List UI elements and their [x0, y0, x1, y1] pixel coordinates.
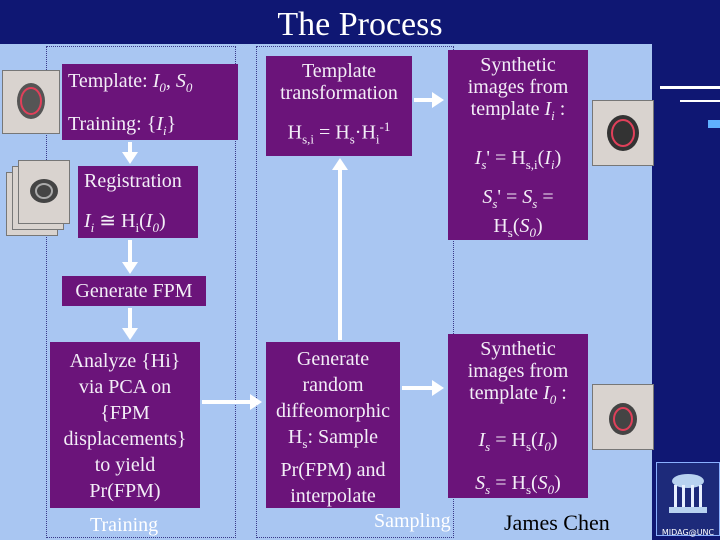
- generate-line: interpolate: [290, 485, 376, 507]
- rotunda-logo-icon: [669, 474, 707, 513]
- synth-formula: Ss = Hs(S0): [475, 472, 561, 497]
- arrow-registration-to-fpm: [128, 240, 132, 264]
- synth-line: Synthetic: [480, 338, 556, 360]
- heart-slice-icon: [17, 83, 45, 119]
- arrow-head-right: [250, 394, 262, 410]
- synthetic-image-1: [592, 100, 654, 166]
- generate-line: Generate: [296, 348, 370, 370]
- generate-line: random: [302, 374, 364, 396]
- synth-line: template Ii :: [470, 98, 566, 123]
- author-name: James Chen: [504, 510, 610, 535]
- analyze-line: via PCA on: [78, 376, 172, 398]
- synth-formula: Is = Hs(I0): [478, 429, 558, 454]
- institution-logo: MIDAG@UNC: [656, 462, 720, 537]
- synthetic-image-2: [592, 384, 654, 450]
- heart-slice-icon: [607, 115, 639, 151]
- synth-formula: Is' = Hs,i(Ii): [474, 147, 562, 172]
- generate-line: Pr(FPM) and: [280, 459, 386, 481]
- arrow-head-right: [432, 92, 444, 108]
- training-stack-image: [18, 160, 70, 224]
- slide-title: The Process: [0, 6, 720, 44]
- sampling-panel: [256, 46, 454, 538]
- decorative-accent: [708, 120, 720, 128]
- training-panel: [46, 46, 236, 538]
- decorative-line: [680, 100, 720, 102]
- training-label: Training: [90, 514, 159, 536]
- synth-line: images from: [467, 360, 569, 382]
- arrow-analyze-to-generate: [202, 400, 252, 404]
- synth-line: Synthetic: [480, 54, 556, 76]
- template-line1: Template: I0, S0: [68, 70, 193, 95]
- arrow-transform-to-synth1: [414, 98, 434, 102]
- analyze-box: Analyze {Hi} via PCA on {FPM displacemen…: [50, 342, 200, 508]
- heart-slice-image: [2, 70, 60, 134]
- heart-slice-icon: [609, 403, 637, 435]
- template-box: Template: I0, S0 Training: {Ii}: [62, 64, 238, 140]
- heart-slice-icon: [30, 179, 58, 203]
- analyze-line: to yield: [94, 454, 156, 476]
- arrow-head-down: [122, 262, 138, 274]
- logo-text: MIDAG@UNC: [661, 528, 715, 537]
- arrow-fpm-to-analyze: [128, 308, 132, 330]
- registration-box: Registration Ii ≅ Hi(I0): [78, 166, 198, 238]
- synth-line: images from: [467, 76, 569, 98]
- generate-random-box: Generate random diffeomorphic Hs: Sample…: [266, 342, 400, 508]
- arrow-generate-to-transform: [338, 170, 342, 340]
- sampling-label: Sampling: [374, 510, 451, 532]
- generate-fpm-box: Generate FPM: [62, 276, 206, 306]
- registration-formula: Ii ≅ Hi(I0): [84, 210, 166, 235]
- synth-formula: Ss' = Ss =: [482, 186, 554, 211]
- arrow-head-right: [432, 380, 444, 396]
- decorative-line: [660, 86, 720, 89]
- transform-line: Template: [301, 60, 377, 82]
- transform-formula: Hs,i = Hs·Hi-1: [287, 119, 391, 147]
- generate-line: Hs: Sample: [287, 426, 379, 451]
- synthetic-images-template-i-box: Synthetic images from template Ii : Is' …: [448, 50, 588, 240]
- analyze-line: {FPM: [100, 402, 150, 424]
- arrow-head-down: [122, 328, 138, 340]
- analyze-line: displacements}: [63, 428, 187, 450]
- arrow-generate-to-synth2: [402, 386, 434, 390]
- template-transformation-box: Template transformation Hs,i = Hs·Hi-1: [266, 56, 412, 156]
- analyze-line: Analyze {Hi}: [69, 350, 181, 372]
- arrow-head-down: [122, 152, 138, 164]
- template-line2: Training: {Ii}: [68, 113, 177, 138]
- arrow-template-to-registration: [128, 142, 132, 154]
- synthetic-images-template-0-box: Synthetic images from template I0 : Is =…: [448, 334, 588, 498]
- generate-line: diffeomorphic: [275, 400, 391, 422]
- transform-line: transformation: [280, 82, 398, 104]
- synth-formula: Hs(S0): [493, 215, 543, 240]
- synth-line: template I0 :: [469, 382, 567, 407]
- registration-title: Registration: [84, 170, 182, 192]
- analyze-line: Pr(FPM): [89, 480, 161, 502]
- arrow-head-up: [332, 158, 348, 170]
